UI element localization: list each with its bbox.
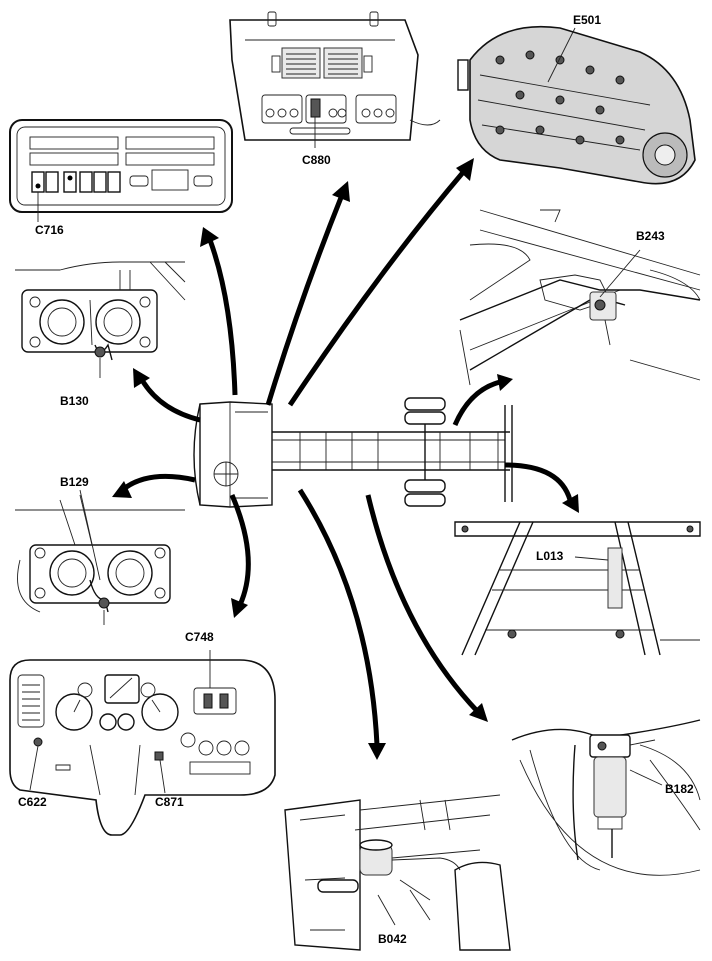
overhead-control-panel bbox=[9, 119, 233, 222]
label-c716: C716 bbox=[35, 223, 64, 237]
pointer-arrows bbox=[112, 158, 579, 760]
label-c880: C880 bbox=[302, 153, 331, 167]
air-dryer-view bbox=[284, 794, 511, 951]
label-b130: B130 bbox=[60, 394, 89, 408]
rear-frame-view bbox=[454, 521, 701, 656]
instrument-dashboard bbox=[9, 650, 276, 836]
dashboard-vent-panel bbox=[229, 11, 441, 148]
gearbox-illustration bbox=[457, 25, 696, 185]
headlight-assembly-lower bbox=[15, 489, 185, 625]
label-b129: B129 bbox=[60, 475, 89, 489]
label-e501: E501 bbox=[573, 13, 601, 27]
label-c871: C871 bbox=[155, 795, 184, 809]
fuel-filter-view bbox=[511, 719, 701, 876]
chassis-sensor-view bbox=[459, 209, 701, 386]
label-c748: C748 bbox=[185, 630, 214, 644]
label-b243: B243 bbox=[636, 229, 665, 243]
label-c622: C622 bbox=[18, 795, 47, 809]
label-l013: L013 bbox=[536, 549, 564, 563]
chassis-overview bbox=[193, 397, 513, 508]
label-b182: B182 bbox=[665, 782, 694, 796]
headlight-assembly-upper bbox=[15, 261, 186, 378]
label-b042: B042 bbox=[378, 932, 407, 946]
